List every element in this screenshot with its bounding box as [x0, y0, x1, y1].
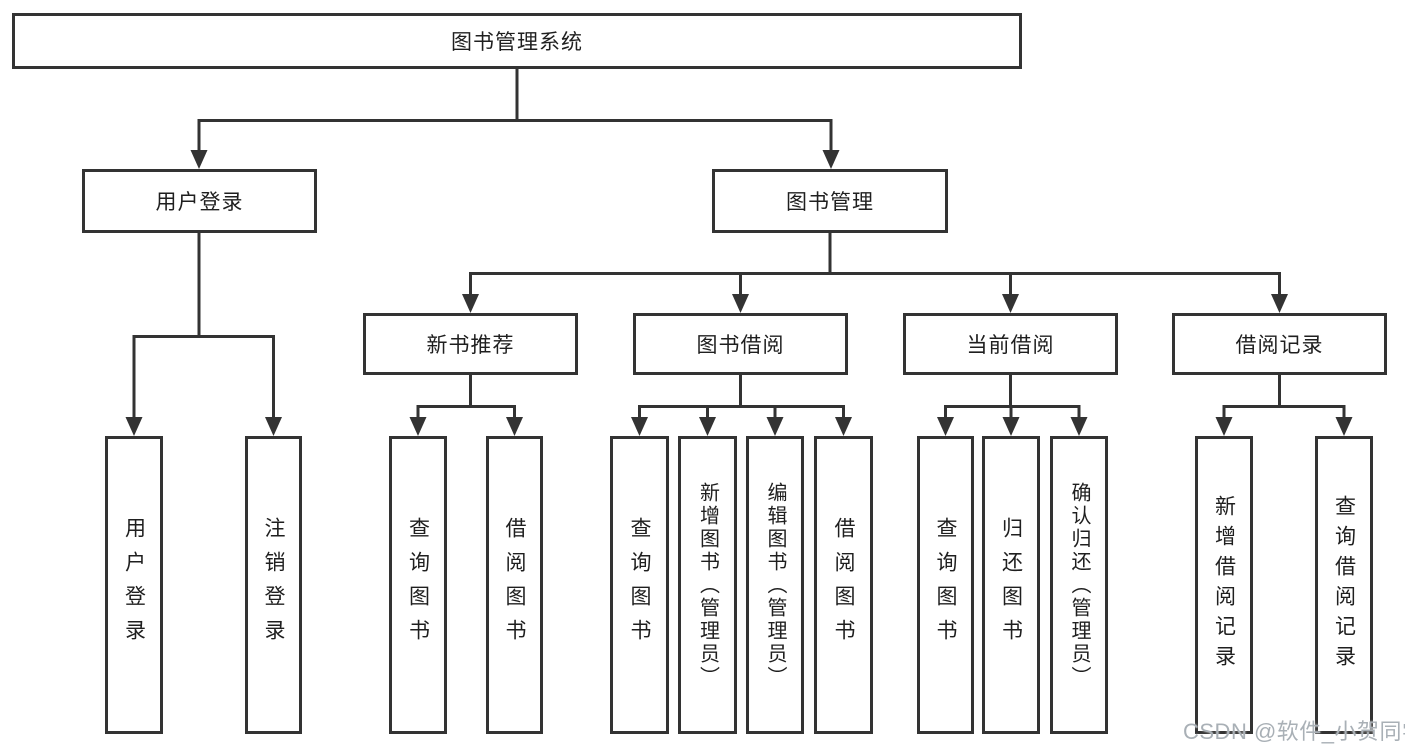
node-new-book-recommend-label: 新书推荐: [426, 334, 515, 357]
leaf-query-books-borrow: 查询图书: [610, 436, 669, 734]
node-borrow-records: 借阅记录: [1172, 313, 1387, 375]
leaf-query-books-current: 查询图书: [917, 436, 974, 734]
leaf-confirm-return-admin: 确认归还（管理员）: [1050, 436, 1108, 734]
leaf-borrow-books-recommend-label: 借阅图书: [503, 517, 526, 653]
leaf-query-books-borrow-label: 查询图书: [628, 517, 651, 653]
node-library-system-label: 图书管理系统: [451, 31, 583, 54]
leaf-add-book-admin: 新增图书（管理员）: [678, 436, 737, 734]
watermark-text: CSDN @软件_小贺同学: [1183, 719, 1405, 744]
leaf-confirm-return-admin-label: 确认归还（管理员）: [1068, 481, 1090, 689]
leaf-add-borrow-record: 新增借阅记录: [1195, 436, 1253, 734]
arrowhead-new-book-recommend-to-leaves: [409, 417, 523, 436]
leaf-query-borrow-record-label: 查询借阅记录: [1332, 495, 1356, 675]
arrowhead-current-borrow-to-leaves: [937, 417, 1088, 436]
connector-root-to-level2: [197, 68, 833, 152]
node-user-login-label: 用户登录: [155, 191, 244, 214]
connector-current-borrow-to-leaves: [944, 375, 1081, 420]
leaf-query-books-recommend-label: 查询图书: [406, 517, 430, 653]
node-book-borrow-label: 图书借阅: [696, 334, 785, 357]
leaf-borrow-books-recommend: 借阅图书: [486, 436, 543, 734]
arrowhead-user-login-to-leaves: [125, 417, 282, 436]
leaf-query-books-recommend: 查询图书: [389, 436, 447, 734]
arrowhead-book-borrow-to-leaves: [631, 417, 852, 436]
leaf-edit-book-admin-label: 编辑图书（管理员）: [764, 481, 786, 689]
node-book-management: 图书管理: [712, 169, 948, 233]
node-book-borrow: 图书借阅: [633, 313, 848, 375]
leaf-query-books-current-label: 查询图书: [934, 517, 957, 653]
node-user-login: 用户登录: [82, 169, 317, 233]
node-book-management-label: 图书管理: [786, 191, 874, 214]
leaf-user-login: 用户登录: [105, 436, 163, 734]
leaf-return-book-label: 归还图书: [999, 517, 1023, 653]
node-new-book-recommend: 新书推荐: [363, 313, 578, 375]
leaf-borrow-books-borrow-label: 借阅图书: [832, 517, 855, 653]
node-current-borrow-label: 当前借阅: [966, 334, 1055, 357]
leaf-logout: 注销登录: [245, 436, 302, 734]
connector-user-login-to-leaves: [132, 233, 275, 420]
leaf-user-login-label: 用户登录: [122, 517, 146, 653]
leaf-borrow-books-borrow: 借阅图书: [814, 436, 873, 734]
leaf-add-book-admin-label: 新增图书（管理员）: [696, 481, 719, 689]
node-library-system: 图书管理系统: [12, 13, 1022, 69]
leaf-query-borrow-record: 查询借阅记录: [1315, 436, 1373, 734]
leaf-add-borrow-record-label: 新增借阅记录: [1212, 495, 1236, 675]
connector-new-book-recommend-to-leaves: [416, 375, 516, 420]
connector-book-borrow-to-leaves: [638, 375, 845, 420]
arrowhead-root-to-level2: [190, 150, 840, 169]
node-borrow-records-label: 借阅记录: [1235, 334, 1324, 357]
connector-borrow-records-to-leaves: [1222, 375, 1346, 420]
connector-book-management-to-level3: [469, 233, 1281, 297]
leaf-edit-book-admin: 编辑图书（管理员）: [746, 436, 804, 734]
leaf-logout-label: 注销登录: [262, 517, 285, 653]
arrowhead-book-management-to-level3: [462, 294, 1288, 313]
arrowhead-borrow-records-to-leaves: [1215, 417, 1353, 436]
node-current-borrow: 当前借阅: [903, 313, 1118, 375]
leaf-return-book: 归还图书: [982, 436, 1040, 734]
